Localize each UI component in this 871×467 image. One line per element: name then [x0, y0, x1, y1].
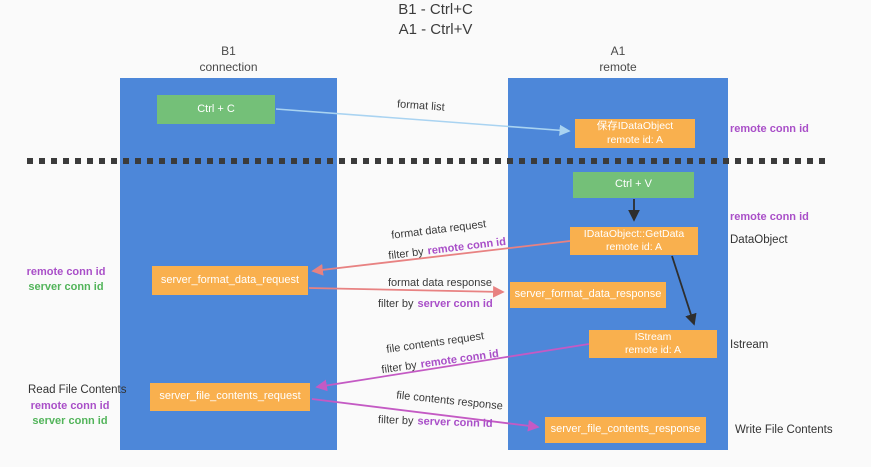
server-format-data-request-box: server_format_data_request: [152, 266, 308, 295]
server-file-contents-response-label: server_file_contents_response: [550, 423, 701, 436]
server-conn-id-text: server conn id: [417, 298, 493, 310]
ctrl-v-label: Ctrl + V: [615, 178, 652, 191]
read-file-contents-label: Read File Contents: [28, 384, 127, 396]
server-file-contents-request-label: server_file_contents_request: [159, 390, 301, 403]
istream-line1: IStream: [634, 330, 672, 343]
getdata-line1: IDataObject::GetData: [583, 227, 685, 240]
remote-conn-id-side-label-mid: remote conn id: [730, 211, 809, 223]
dashed-separator-line: [27, 158, 831, 164]
right-column-header: A1 remote: [508, 44, 728, 75]
left-column-header: B1 connection: [120, 44, 337, 75]
diagram-title: B1 - Ctrl+C A1 - Ctrl+V: [0, 0, 871, 39]
server-file-contents-response-box: server_file_contents_response: [545, 417, 706, 443]
remote-conn-id-text: remote conn id: [426, 235, 507, 258]
title-line-1: B1 - Ctrl+C: [398, 1, 473, 18]
file-contents-response-label: file contents response: [395, 389, 504, 413]
filter-prefix: filter by: [377, 414, 414, 428]
right-column-subtitle: remote: [599, 59, 637, 74]
ctrl-c-box: Ctrl + C: [157, 95, 275, 124]
left-bottom-conn-id-stack: remote conn id server conn id: [24, 399, 116, 429]
right-column-name: A1: [610, 44, 626, 58]
filter-prefix: filter by: [378, 298, 414, 310]
getdata-box: IDataObject::GetData remote id: A: [570, 227, 698, 255]
remote-conn-id-text: remote conn id: [419, 347, 500, 371]
left-column-name: B1: [221, 44, 236, 58]
dataobject-side-label: DataObject: [730, 234, 788, 246]
getdata-line2: remote id: A: [605, 241, 663, 253]
server-conn-id-text: server conn id: [417, 415, 493, 430]
format-data-request-label: format data request: [390, 218, 487, 242]
remote-conn-id-left-mid: remote conn id: [26, 266, 106, 278]
ctrl-v-box: Ctrl + V: [573, 172, 694, 198]
server-format-data-request-label: server_format_data_request: [160, 273, 300, 286]
ctrl-c-label: Ctrl + C: [197, 102, 235, 115]
save-dataobject-line1: 保存IDataObject: [596, 120, 674, 133]
title-line-2: A1 - Ctrl+V: [398, 20, 473, 38]
left-column-subtitle: connection: [199, 59, 258, 74]
format-list-label: format list: [396, 98, 446, 114]
server-conn-id-left-bottom: server conn id: [32, 414, 108, 427]
save-dataobject-line2: remote id: A: [606, 133, 664, 146]
remote-conn-id-side-label-top: remote conn id: [730, 123, 809, 135]
left-mid-conn-id-stack: remote conn id server conn id: [20, 265, 112, 295]
filter-prefix: filter by: [387, 245, 425, 263]
server-file-contents-request-box: server_file_contents_request: [150, 383, 310, 411]
write-file-contents-label: Write File Contents: [735, 424, 833, 436]
remote-conn-id-left-bottom: remote conn id: [30, 400, 110, 412]
istream-line2: remote id: A: [624, 344, 682, 356]
server-format-data-response-box: server_format_data_response: [510, 282, 666, 308]
server-conn-id-left-mid: server conn id: [28, 280, 104, 293]
istream-box: IStream remote id: A: [589, 330, 717, 358]
filter-prefix: filter by: [380, 359, 418, 377]
save-dataobject-box: 保存IDataObject remote id: A: [575, 119, 695, 148]
server-format-data-response-label: server_format_data_response: [514, 288, 662, 301]
format-data-response-label: format data response: [388, 277, 492, 289]
istream-side-label: Istream: [730, 339, 769, 351]
